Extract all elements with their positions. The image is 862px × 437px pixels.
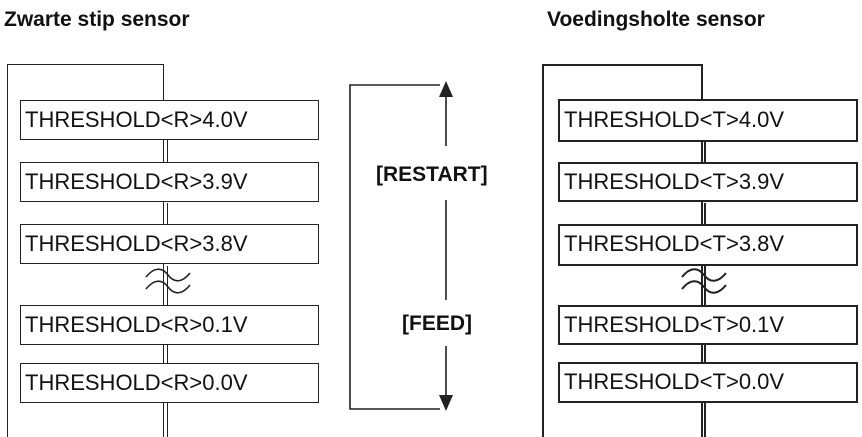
connector-line bbox=[704, 142, 706, 163]
threshold-r-item[interactable]: THRESHOLD<R>4.0V bbox=[20, 100, 319, 140]
connector-line bbox=[167, 344, 168, 364]
threshold-r-item[interactable]: THRESHOLD<R>3.8V bbox=[20, 224, 319, 264]
threshold-r-item[interactable]: THRESHOLD<R>0.1V bbox=[20, 305, 319, 345]
connector-line bbox=[704, 266, 706, 306]
threshold-t-item[interactable]: THRESHOLD<T>3.8V bbox=[558, 224, 858, 266]
threshold-r-item[interactable]: THRESHOLD<R>3.9V bbox=[20, 162, 319, 202]
connector-line bbox=[167, 140, 168, 163]
feed-key-label: [FEED] bbox=[402, 312, 472, 335]
threshold-t-item[interactable]: THRESHOLD<T>0.0V bbox=[558, 362, 858, 403]
arrow-up-icon bbox=[439, 81, 453, 97]
connector-line bbox=[704, 402, 706, 437]
connector-line bbox=[704, 344, 706, 364]
threshold-t-item[interactable]: THRESHOLD<T>4.0V bbox=[558, 99, 858, 142]
arrow-down-icon bbox=[439, 395, 453, 411]
restart-key-label: [RESTART] bbox=[376, 163, 488, 186]
wave-break-icon bbox=[681, 268, 727, 294]
threshold-r-item[interactable]: THRESHOLD<R>0.0V bbox=[20, 363, 319, 403]
connector-line bbox=[167, 402, 168, 437]
wave-break-icon bbox=[145, 268, 191, 294]
threshold-t-item[interactable]: THRESHOLD<T>3.9V bbox=[558, 162, 858, 202]
left-panel-title: Zwarte stip sensor bbox=[4, 8, 190, 31]
threshold-t-item[interactable]: THRESHOLD<T>0.1V bbox=[558, 305, 858, 345]
connector-line bbox=[167, 203, 168, 225]
right-panel-title: Voedingsholte sensor bbox=[547, 8, 765, 31]
connector-line bbox=[704, 203, 706, 224]
